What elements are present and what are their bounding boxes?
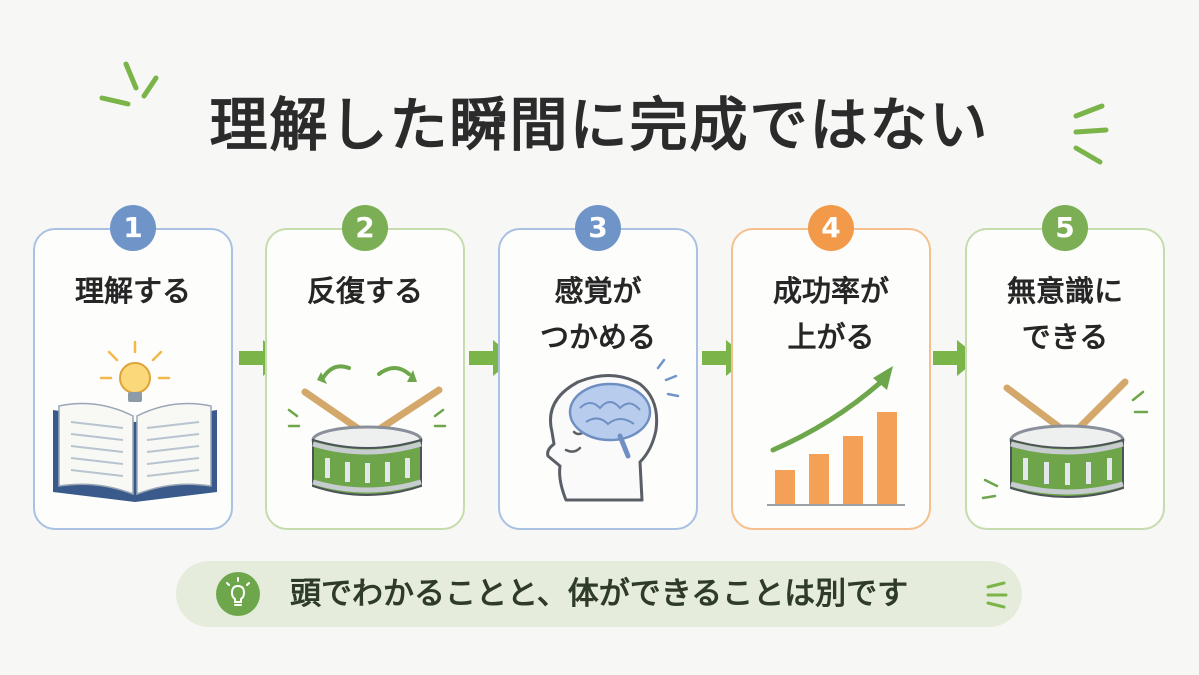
step-label-5: 無意識に できる (1006, 274, 1123, 354)
step-label-4: 成功率が 上がる (772, 274, 889, 354)
spark-right-icon (1073, 103, 1109, 165)
open-book-lightbulb-icon (53, 340, 217, 502)
spark-icon (986, 581, 1008, 609)
head-brain-icon (546, 358, 680, 502)
rising-bar-chart-icon (767, 366, 905, 506)
page-title: 理解した瞬間に完成ではない (209, 91, 990, 159)
lightbulb-badge (216, 572, 260, 616)
step-badge-3: 3 (575, 205, 621, 251)
step-card-1: 理解する (33, 228, 233, 530)
step-label-1: 理解する (74, 274, 191, 308)
step-card-4: 成功率が 上がる (731, 228, 931, 530)
step-badge-4: 4 (808, 205, 854, 251)
lightbulb-icon (226, 577, 250, 606)
step-badge-1: 1 (110, 205, 156, 251)
step-label-3: 感覚が つかめる (539, 274, 656, 354)
step-badge-2: 2 (342, 205, 388, 251)
step-card-3: 感覚が つかめる (498, 228, 698, 530)
step-card-2: 反復する (265, 228, 465, 530)
step-label-2: 反復する (306, 274, 423, 308)
snare-drum-icon (287, 364, 447, 496)
step-card-5: 無意識に できる (965, 228, 1165, 530)
bottom-message-banner: 頭でわかることと、体ができることは別です (176, 561, 1022, 627)
bottom-message: 頭でわかることと、体ができることは別です (290, 576, 909, 612)
snare-drum-icon (981, 378, 1149, 500)
spark-left-icon (99, 61, 159, 107)
step-badge-5: 5 (1042, 205, 1088, 251)
